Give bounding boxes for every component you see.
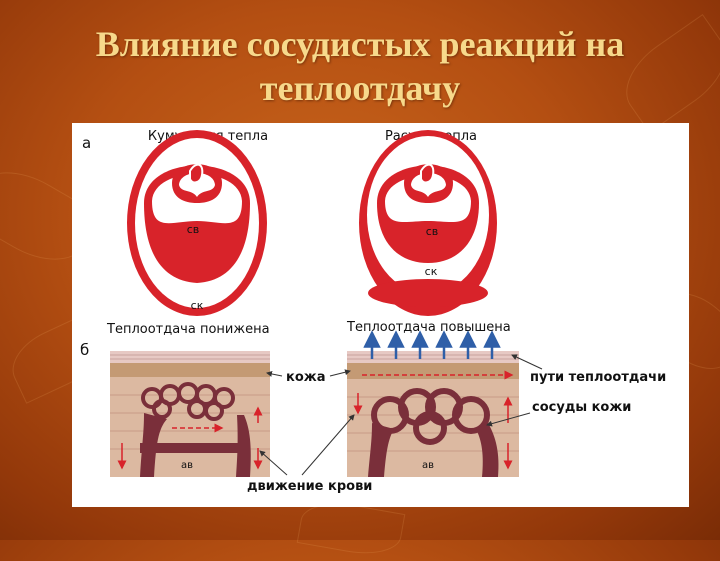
- heat-loss-increased-label: Теплоотдача повышена: [346, 320, 511, 335]
- superficial-veins-label-left: св: [187, 223, 200, 236]
- blood-movement-pointer-right: [301, 414, 355, 476]
- section-a-label: а: [82, 134, 91, 152]
- arteriovenous-label-right: ав: [422, 460, 434, 471]
- left-circulation-loop: [127, 130, 267, 316]
- slide-title: Влияние сосудистых реакций на теплоотдач…: [0, 22, 720, 110]
- skin-label: кожа: [286, 370, 325, 385]
- title-line-1: Влияние сосудистых реакций на: [95, 24, 625, 64]
- skin-pointer-left: [266, 371, 283, 377]
- skin-vessels-pointer: [486, 412, 531, 427]
- arteriovenous-label-left: ав: [181, 460, 193, 471]
- heat-loss-reduced-label: Теплоотдача понижена: [106, 322, 270, 337]
- blood-movement-label: движение крови: [247, 479, 372, 494]
- right-circulation-loop: [359, 130, 497, 316]
- skin-vessels-label-right: ск: [425, 265, 438, 278]
- vascular-reaction-diagram: а Кумуляция тепла Расход тепла св ск св …: [80, 129, 666, 494]
- heat-paths-label: пути теплоотдачи: [530, 370, 666, 385]
- right-skin-section: [347, 351, 519, 477]
- heat-paths-pointer: [511, 354, 543, 370]
- skin-vessels-callout: сосуды кожи: [532, 400, 631, 415]
- superficial-veins-label-right: св: [426, 225, 439, 238]
- left-skin-section: [110, 351, 270, 477]
- heat-loss-arrows: [363, 330, 501, 359]
- skin-vessels-label-left: ск: [191, 299, 204, 312]
- figure-panel: а Кумуляция тепла Расход тепла св ск св …: [72, 123, 689, 507]
- section-b-label: б: [80, 341, 89, 359]
- title-line-2: теплоотдачу: [259, 68, 461, 108]
- skin-pointer-right: [329, 369, 351, 377]
- blood-movement-pointer-left: [259, 450, 288, 476]
